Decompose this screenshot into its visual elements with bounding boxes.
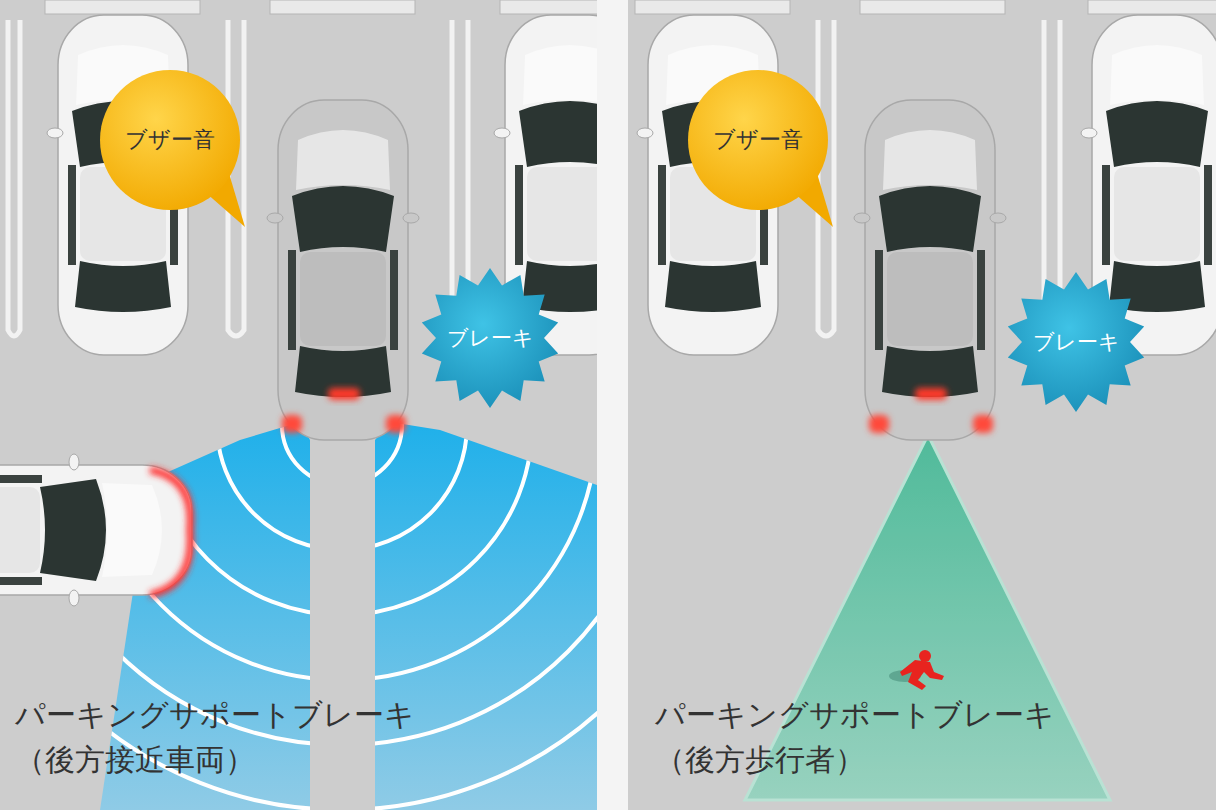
left-panel-part — [500, 0, 597, 14]
bubble-text: ブザー音 — [100, 70, 240, 210]
right-panel-part — [900, 650, 944, 690]
right-panel-part — [854, 100, 1006, 440]
right-panel-part-part — [919, 650, 931, 662]
brake-burst: ブレーキ — [420, 268, 560, 408]
caption-subtitle: （後方接近車両） — [15, 742, 255, 778]
caption-title: パーキングサポートブレーキ — [655, 697, 1055, 733]
panel-divider — [597, 0, 628, 810]
right-panel-part-part — [900, 660, 944, 690]
left-panel — [0, 0, 597, 810]
speech-bubble: ブザー音 — [100, 70, 250, 230]
left-panel-part — [270, 0, 415, 14]
caption-subtitle: （後方歩行者） — [655, 742, 865, 778]
left-panel-part — [0, 454, 192, 606]
left-panel-part — [386, 415, 406, 433]
bubble-circle — [100, 70, 240, 210]
burst-text: ブレーキ — [440, 288, 540, 388]
right-panel-part — [635, 0, 790, 14]
right-panel-part — [869, 415, 889, 433]
caption-title: パーキングサポートブレーキ — [15, 697, 415, 733]
left-panel-part — [375, 422, 597, 810]
right-panel-part — [973, 415, 993, 433]
left-panel-part — [150, 470, 191, 595]
left-panel-part — [45, 0, 200, 14]
left-panel-part — [282, 415, 302, 433]
bubble-circle — [688, 70, 828, 210]
left-panel-part — [328, 388, 360, 400]
left-panel-part — [8, 20, 20, 336]
brake-burst: ブレーキ — [1006, 272, 1146, 412]
right-panel-part — [818, 20, 834, 336]
right-panel-part — [915, 388, 947, 400]
burst-star — [422, 268, 558, 408]
burst-star — [1008, 272, 1144, 412]
right-panel — [628, 0, 1216, 810]
right-panel-part — [1088, 0, 1216, 14]
speech-bubble: ブザー音 — [688, 70, 838, 230]
right-panel-part — [860, 0, 1005, 14]
bubble-text: ブザー音 — [688, 70, 828, 210]
left-panel-part — [228, 20, 244, 336]
left-panel-part — [267, 100, 419, 440]
burst-text: ブレーキ — [1026, 292, 1126, 392]
